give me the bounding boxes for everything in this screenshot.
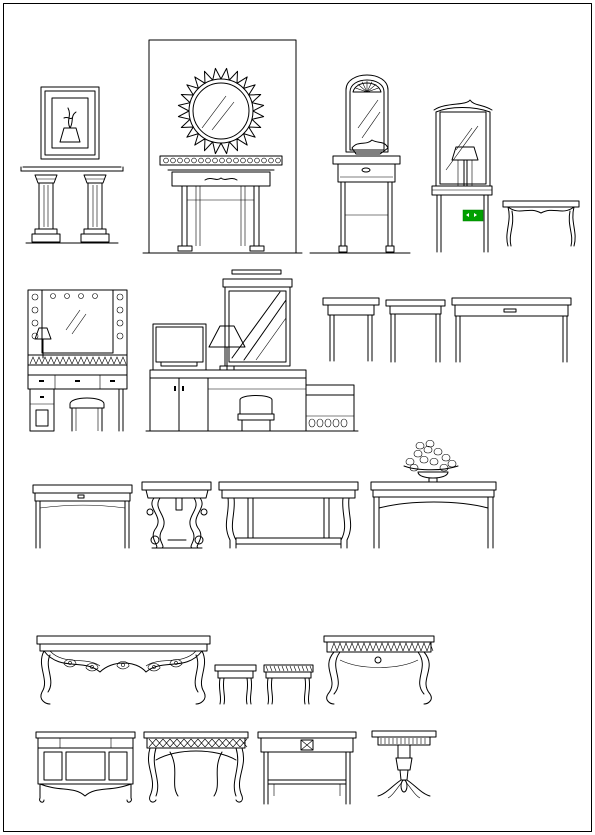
stool-left: [214, 664, 257, 705]
side-table-small: [322, 297, 380, 362]
iron-console-scroll: [323, 635, 435, 705]
writing-desk-drawer: [32, 484, 133, 549]
console-flower-bowl: [370, 439, 497, 549]
tv-dresser-unit: [145, 269, 359, 432]
iron-scroll-console: [141, 481, 212, 549]
carved-console-large: [36, 635, 211, 705]
writing-desk-long: [451, 297, 572, 363]
carved-cabinet-table: [35, 731, 136, 803]
carved-console-cabriole: [143, 731, 249, 803]
console-mirror-lamp: [431, 99, 493, 253]
console-sunburst-mirror-alcove: [142, 39, 303, 254]
pedestal-table: [371, 730, 437, 799]
side-table-square: [385, 299, 446, 363]
stool-right: [263, 664, 314, 705]
vanity-bulb-mirror-stool: [27, 289, 128, 432]
desk-cabriole-stretcher: [218, 481, 359, 549]
sunburst-mirror: [177, 67, 265, 155]
console-arched-mirror: [309, 74, 411, 254]
side-table-cabriole: [502, 200, 580, 247]
lattice-desk: [257, 731, 357, 805]
console-pillar-with-picture: [20, 86, 124, 244]
green-marker: [462, 209, 484, 222]
sheet-border: [3, 3, 592, 832]
flower-arrangement: [403, 439, 459, 472]
